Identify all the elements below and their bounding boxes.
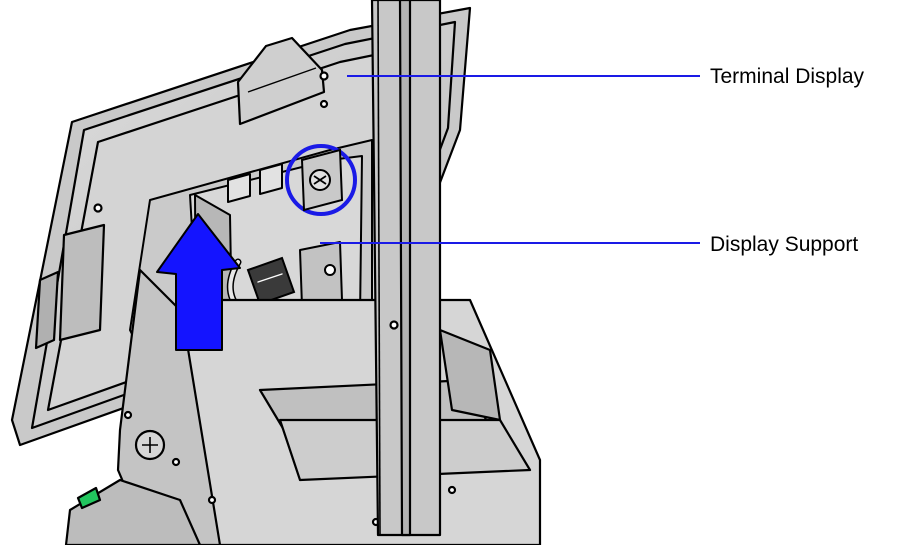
terminal-base xyxy=(64,268,542,547)
lift-arrow-icon xyxy=(156,213,241,351)
label-display-support: Display Support xyxy=(710,233,859,256)
label-terminal-display: Terminal Display xyxy=(710,65,865,88)
vertical-post xyxy=(370,0,442,537)
status-led xyxy=(76,486,102,510)
screw-highlight xyxy=(285,144,357,216)
callout-lines xyxy=(320,75,700,244)
